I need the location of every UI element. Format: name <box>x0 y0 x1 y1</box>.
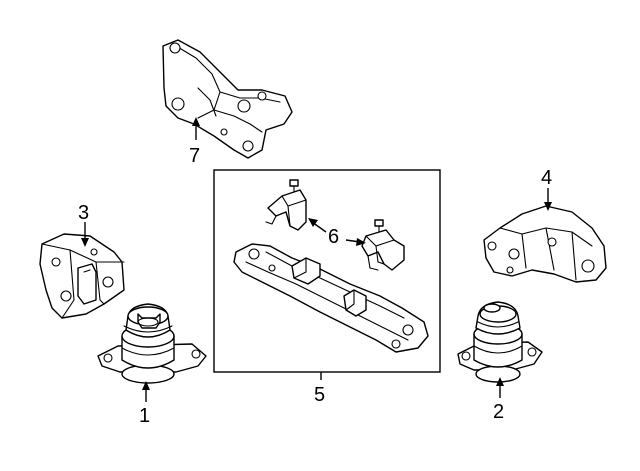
leader-4 <box>544 188 552 211</box>
leader-7 <box>192 117 200 140</box>
leader-1 <box>142 381 150 402</box>
callout-4: 4 <box>541 167 552 189</box>
part-3-mount <box>39 233 125 319</box>
leader-6 <box>308 218 366 246</box>
part-6-mount-a <box>265 179 307 231</box>
part-6-mount-b <box>361 219 405 271</box>
callout-3: 3 <box>78 202 89 224</box>
leader-2 <box>496 377 504 398</box>
callout-7: 7 <box>189 145 200 167</box>
callout-5: 5 <box>314 384 325 406</box>
part-5-crossmember <box>233 243 429 353</box>
part-1-mount <box>97 303 207 384</box>
part-7-bracket <box>162 39 293 159</box>
part-2-mount <box>457 301 543 383</box>
callout-2: 2 <box>493 401 504 423</box>
leader-3 <box>81 222 89 247</box>
callout-1: 1 <box>139 405 150 427</box>
part-4-bracket <box>483 205 607 283</box>
crossmember-group-box <box>213 169 441 373</box>
callout-6: 6 <box>328 226 339 248</box>
